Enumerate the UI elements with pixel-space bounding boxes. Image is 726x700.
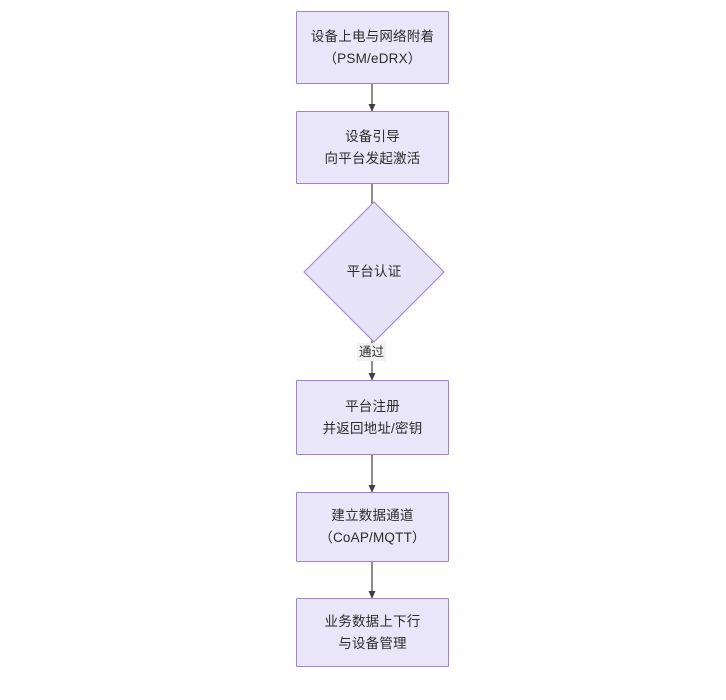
node-label: 设备引导 向平台发起激活: [324, 128, 421, 166]
node-device-bootstrap[interactable]: 设备引导 向平台发起激活: [296, 111, 449, 184]
node-label: 平台注册 并返回地址/密钥: [322, 398, 423, 436]
node-business-data-and-device-management[interactable]: 业务数据上下行 与设备管理: [296, 598, 449, 667]
edge-label-pass: 通过: [357, 343, 387, 361]
edge-label-text: 通过: [359, 345, 385, 359]
node-device-power-on[interactable]: 设备上电与网络附着 （PSM/eDRX）: [296, 11, 449, 84]
node-label: 设备上电与网络附着 （PSM/eDRX）: [310, 28, 435, 66]
node-label: 建立数据通道 （CoAP/MQTT）: [319, 508, 426, 545]
node-label: 业务数据上下行 与设备管理: [324, 613, 421, 651]
node-platform-authentication[interactable]: 平台认证: [303, 201, 445, 343]
node-establish-data-channel[interactable]: 建立数据通道 （CoAP/MQTT）: [296, 492, 449, 562]
node-platform-registration[interactable]: 平台注册 并返回地址/密钥: [296, 380, 449, 455]
node-label: 平台认证: [346, 264, 402, 279]
